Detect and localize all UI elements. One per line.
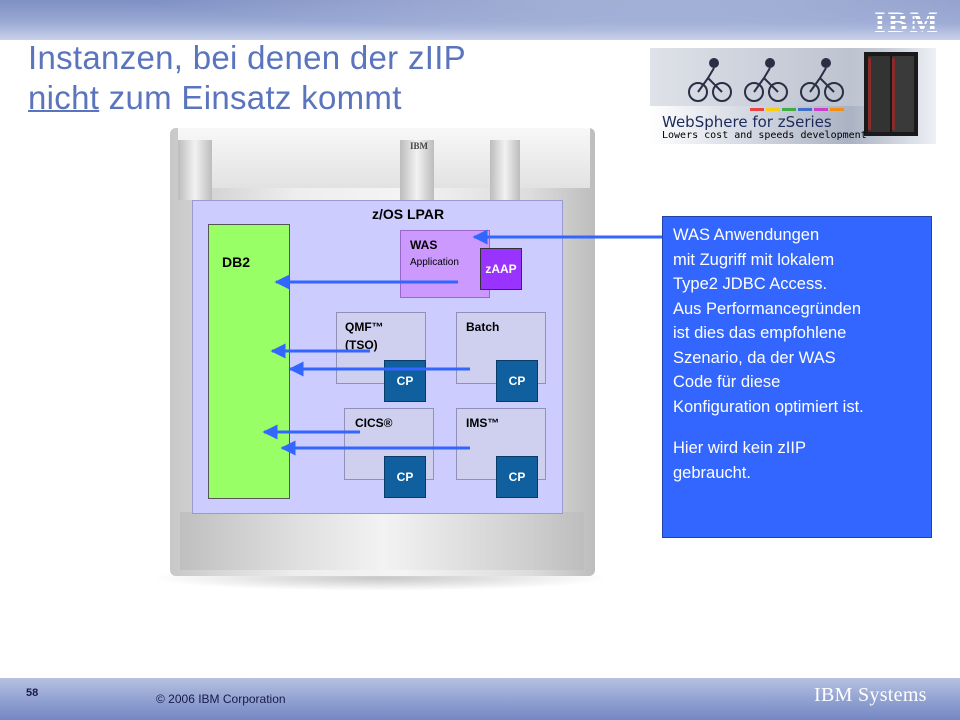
zaap-processor: zAAP <box>480 248 522 290</box>
qmf-cp-processor: CP <box>384 360 426 402</box>
cics-cp-processor: CP <box>384 456 426 498</box>
banner-tagline: Lowers cost and speeds development <box>662 130 867 141</box>
qmf-label: QMF™ <box>345 320 384 334</box>
was-sublabel: Application <box>410 257 459 268</box>
cics-label: CICS® <box>355 416 393 430</box>
callout-line-8: Konfiguration optimiert ist. <box>673 397 864 416</box>
mainframe-panel-left <box>178 140 212 200</box>
title-line-1: Instanzen, bei denen der zIIP <box>28 39 466 76</box>
mainframe-ibm-badge: IBM <box>410 141 428 151</box>
banner-product: WebSphere for zSeries <box>662 113 832 131</box>
color-stripe <box>750 108 844 111</box>
callout-line-4: Aus Performancegründen <box>673 299 862 318</box>
page-number: 58 <box>26 687 39 699</box>
explanation-callout: WAS Anwendungen mit Zugriff mit lokalem … <box>662 216 932 538</box>
title-underlined-word: nicht <box>28 79 100 116</box>
mainframe-top <box>178 128 590 188</box>
page-title: Instanzen, bei denen der zIIP nicht zum … <box>28 38 648 118</box>
mainframe-panel-right <box>490 140 520 200</box>
footer-bar <box>0 678 960 720</box>
mainframe-panel-mid <box>400 140 434 200</box>
callout-line-9: Hier wird kein zIIP <box>673 439 806 457</box>
batch-label: Batch <box>466 320 500 334</box>
callout-line-1: WAS Anwendungen <box>673 226 820 244</box>
mainframe-base <box>180 512 584 570</box>
ibm-systems-logo: IBM Systems <box>814 684 927 706</box>
ibm-logo: IBM <box>874 6 940 39</box>
title-line-2: nicht zum Einsatz kommt <box>28 78 648 118</box>
title-line-2-rest: zum Einsatz kommt <box>99 79 402 116</box>
zos-lpar-label: z/OS LPAR <box>372 206 445 222</box>
callout-line-6: Szenario, da der WAS <box>673 348 836 367</box>
ims-cp-processor: CP <box>496 456 538 498</box>
db2-label: DB2 <box>222 254 251 270</box>
websphere-banner-image <box>650 48 936 144</box>
server-rack-icon <box>864 52 918 136</box>
callout-line-10: gebraucht. <box>673 463 751 482</box>
callout-line-3: Type2 JDBC Access. <box>673 275 828 293</box>
header-bar <box>0 0 960 40</box>
db2-box <box>208 224 290 499</box>
copyright-text: © 2006 IBM Corporation <box>156 692 286 706</box>
batch-cp-processor: CP <box>496 360 538 402</box>
callout-gap <box>673 419 931 436</box>
callout-line-5: ist dies das empfohlene <box>673 324 847 342</box>
qmf-tso-label: (TSO) <box>345 338 378 352</box>
was-label: WAS <box>410 238 438 252</box>
ims-label: IMS™ <box>466 416 500 430</box>
callout-line-7: Code für diese <box>673 373 781 391</box>
header-swoosh <box>0 0 960 40</box>
callout-line-2: mit Zugriff mit lokalem <box>673 250 835 269</box>
cyclist-icon <box>688 58 844 102</box>
